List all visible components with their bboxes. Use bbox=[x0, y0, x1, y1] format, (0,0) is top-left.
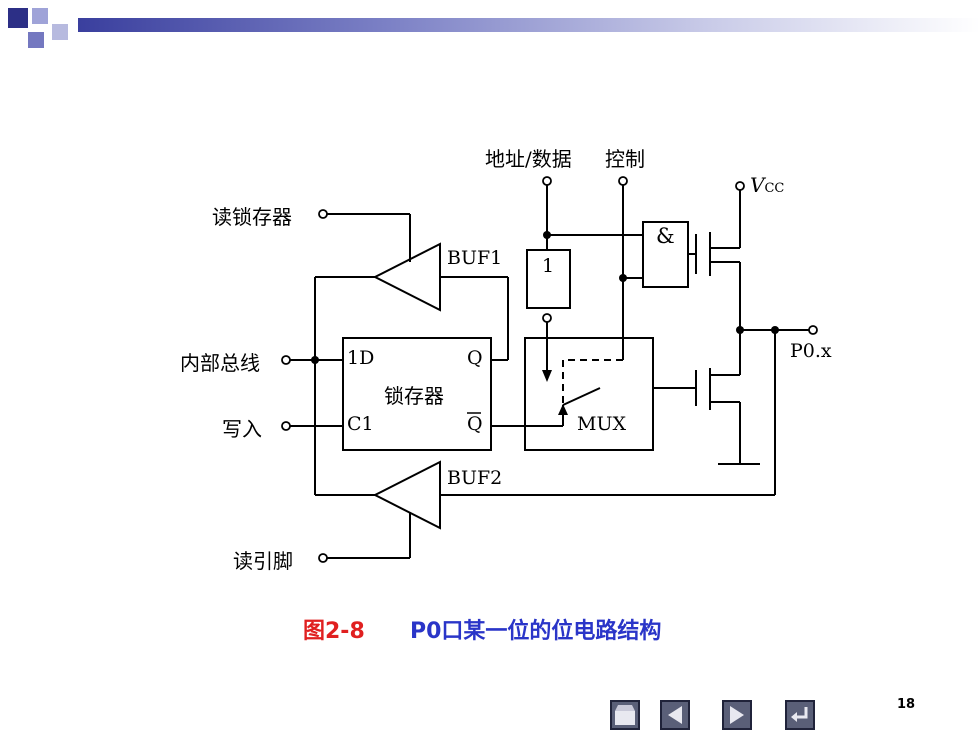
label-q: Q bbox=[467, 347, 483, 369]
label-addr-data: 地址/数据 bbox=[485, 147, 572, 171]
label-mux: MUX bbox=[577, 413, 626, 435]
next-icon bbox=[730, 706, 744, 724]
label-latch: 锁存器 bbox=[384, 384, 444, 408]
label-buf2: BUF2 bbox=[447, 467, 503, 489]
label-control: 控制 bbox=[605, 147, 645, 171]
buf2-triangle bbox=[372, 460, 441, 530]
prev-icon bbox=[668, 706, 682, 724]
inverter-box bbox=[526, 249, 571, 309]
buf1-triangle bbox=[372, 242, 441, 312]
deco-square-light bbox=[52, 24, 68, 40]
label-q-bar: Q bbox=[467, 413, 483, 435]
label-inverter: 1 bbox=[542, 255, 555, 277]
deco-square-light bbox=[32, 8, 48, 24]
label-read-pin: 读引脚 bbox=[233, 549, 293, 573]
label-read-latch: 读锁存器 bbox=[212, 205, 292, 229]
label-internal-bus: 内部总线 bbox=[180, 351, 260, 375]
next-button[interactable] bbox=[722, 700, 752, 730]
return-button[interactable] bbox=[785, 700, 815, 730]
label-1d: 1D bbox=[347, 347, 375, 369]
figure-number: 图2-8 bbox=[303, 619, 365, 644]
return-icon bbox=[791, 707, 808, 722]
deco-square-mid bbox=[28, 32, 44, 48]
mux-box bbox=[524, 337, 654, 451]
figure-title: P0口某一位的位电路结构 bbox=[410, 619, 662, 644]
home-button[interactable] bbox=[610, 700, 640, 730]
label-p0x: P0.x bbox=[790, 340, 832, 362]
prev-button[interactable] bbox=[660, 700, 690, 730]
home-icon bbox=[615, 705, 635, 725]
label-and: & bbox=[656, 224, 675, 248]
label-write: 写入 bbox=[222, 417, 262, 441]
page-number: 18 bbox=[897, 697, 916, 712]
label-vcc: VCC bbox=[750, 173, 785, 197]
label-c1: C1 bbox=[347, 413, 374, 435]
latch-box bbox=[342, 337, 492, 451]
deco-square-dark bbox=[8, 8, 28, 28]
title-bar-gradient bbox=[78, 18, 980, 32]
label-buf1: BUF1 bbox=[447, 247, 503, 269]
